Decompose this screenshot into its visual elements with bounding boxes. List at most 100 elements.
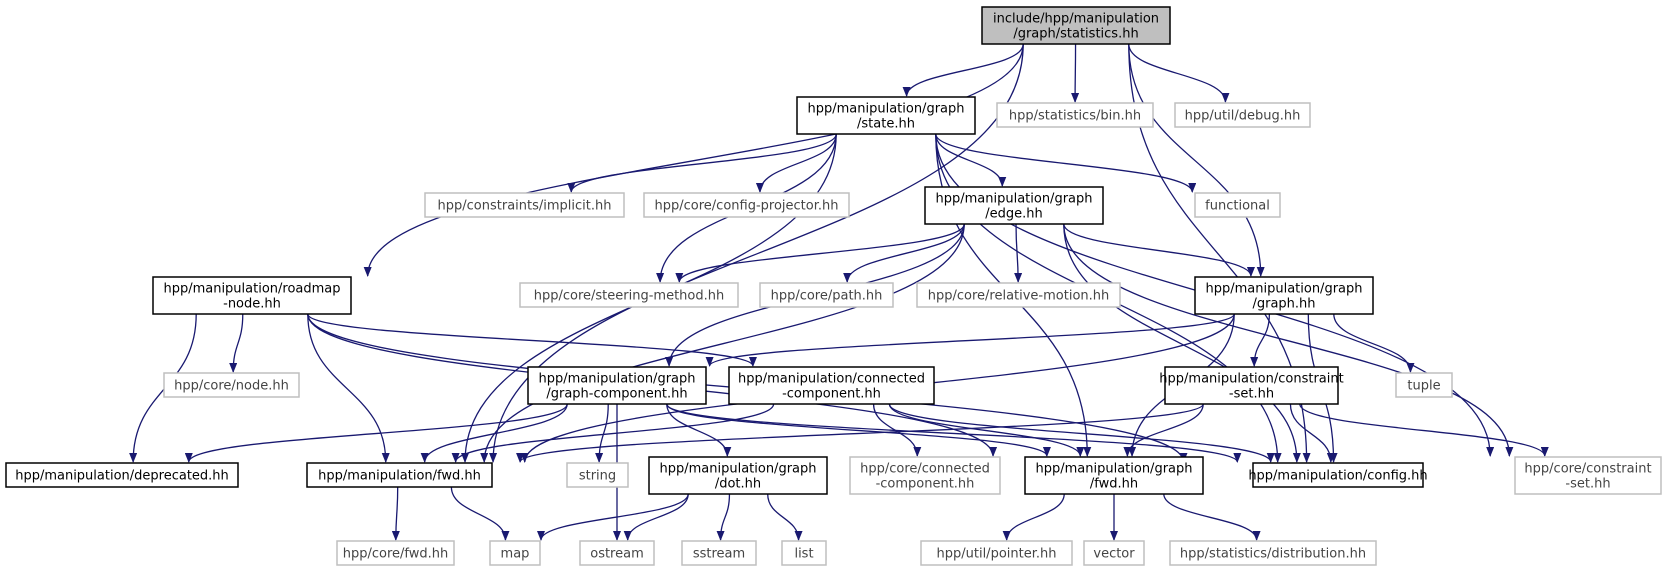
node-label: map (501, 547, 530, 562)
node-box (796, 96, 976, 135)
node-tuple: tuple (1395, 372, 1453, 398)
node-edge[interactable]: hpp/manipulation/graph/edge.hh (924, 186, 1104, 225)
node-label: tuple (1407, 379, 1440, 394)
edge-connected_component-to-core_connected_component (872, 403, 922, 457)
node-label: functional (1205, 199, 1270, 214)
edge-edge-to-relative_motion (1014, 223, 1023, 283)
node-label: hpp/manipulation/deprecated.hh (15, 469, 229, 484)
node-graph-dot[interactable]: hpp/manipulation/graph/dot.hh (648, 456, 828, 495)
node-sstream: sstream (681, 540, 757, 566)
node-ostream: ostream (579, 540, 655, 566)
node-label: hpp/core/constraint (1524, 462, 1651, 477)
edge-connected_component-to-manip_config (888, 403, 1275, 463)
node-manip-config[interactable]: hpp/manipulation/config.hh (1248, 462, 1428, 488)
edge-connected_component-to-graph_fwd (888, 403, 1085, 457)
node-core-path: hpp/core/path.hh (759, 282, 894, 308)
node-label: hpp/util/debug.hh (1185, 109, 1301, 124)
edge-root-to-roadmap_node (363, 43, 1024, 277)
node-roadmap-node[interactable]: hpp/manipulation/roadmap-node.hh (152, 276, 352, 315)
node-deprecated[interactable]: hpp/manipulation/deprecated.hh (5, 462, 239, 488)
node-util-pointer: hpp/util/pointer.hh (920, 540, 1073, 566)
edge-graph_fwd-to-stats_distribution (1163, 493, 1261, 541)
node-manip-fwd[interactable]: hpp/manipulation/fwd.hh (306, 462, 493, 488)
node-label: hpp/core/config-projector.hh (655, 199, 839, 214)
node-vector: vector (1083, 540, 1145, 566)
node-label: hpp/manipulation/graph (1035, 462, 1192, 477)
node-label: hpp/statistics/distribution.hh (1180, 547, 1366, 562)
edge-edge-to-graph (1063, 223, 1255, 277)
node-label: -node.hh (223, 297, 281, 312)
node-label: /graph/statistics.hh (1013, 27, 1138, 42)
node-label: string (579, 469, 616, 484)
edge-graph_component-to-deprecated (184, 403, 568, 463)
node-box (681, 540, 757, 566)
edge-graph_component-to-string (595, 403, 609, 463)
node-box (648, 456, 828, 495)
node-box (566, 462, 629, 488)
node-box (1169, 540, 1377, 566)
node-label: hpp/manipulation/fwd.hh (318, 469, 481, 484)
edge-graph_component-to-graph_fwd (666, 403, 1051, 457)
edge-constraint_set-to-core_constraint_set (1299, 403, 1549, 457)
node-box (579, 540, 655, 566)
edge-roadmap_node-to-connected_component (307, 313, 757, 367)
edge-root-to-graph (1128, 43, 1265, 277)
edge-root-to-util_debug (1128, 43, 1230, 103)
node-label: /fwd.hh (1090, 477, 1138, 492)
node-constraint-set[interactable]: hpp/manipulation/constraint-set.hh (1159, 366, 1344, 405)
node-graph-fwd[interactable]: hpp/manipulation/graph/fwd.hh (1024, 456, 1204, 495)
edge-graph-to-constraint_set (1250, 313, 1271, 367)
node-core-connected-component: hpp/core/connected-component.hh (849, 456, 1001, 495)
node-box (728, 366, 935, 405)
node-box (1024, 456, 1204, 495)
node-graph[interactable]: hpp/manipulation/graph/graph.hh (1194, 276, 1374, 315)
node-label: hpp/manipulation/constraint (1159, 372, 1343, 387)
node-label: list (794, 547, 813, 562)
node-label: -set.hh (1565, 477, 1610, 492)
edge-graph-to-graph_component (705, 313, 1235, 367)
node-state[interactable]: hpp/manipulation/graph/state.hh (796, 96, 976, 135)
node-box (916, 282, 1121, 308)
edge-edge-to-steering_method (675, 223, 965, 283)
node-util-debug: hpp/util/debug.hh (1174, 102, 1311, 128)
edge-state-to-edge (935, 133, 1007, 187)
edge-graph_component-to-graph_dot (666, 403, 732, 457)
node-graph-component[interactable]: hpp/manipulation/graph/graph-component.h… (527, 366, 707, 405)
node-box (924, 186, 1104, 225)
node-connected-component[interactable]: hpp/manipulation/connected-component.hh (728, 366, 935, 405)
node-label: -component.hh (782, 387, 881, 402)
edge-edge-to-core_path (843, 223, 965, 283)
file-nodes: include/hpp/manipulation/graph/statistic… (5, 6, 1662, 566)
node-box (489, 540, 541, 566)
edge-roadmap_node-to-core_node (229, 313, 244, 373)
edge-graph_dot-to-list (767, 493, 803, 541)
node-label: hpp/manipulation/graph (538, 372, 695, 387)
node-box (1174, 102, 1311, 128)
edge-root-to-state (902, 43, 1024, 97)
node-box (1164, 366, 1339, 405)
node-box (1514, 456, 1662, 495)
node-box (519, 282, 739, 308)
node-stats-distribution: hpp/statistics/distribution.hh (1169, 540, 1377, 566)
node-box (152, 276, 352, 315)
node-box (1194, 276, 1374, 315)
edge-constraint_set-to-graph_fwd (1123, 403, 1204, 457)
edge-state-to-config_projector (755, 133, 837, 193)
node-label: hpp/core/steering-method.hh (534, 289, 724, 304)
node-core-node: hpp/core/node.hh (163, 372, 300, 398)
node-box (527, 366, 707, 405)
node-box (424, 192, 625, 218)
edge-graph_dot-to-sstream (716, 493, 731, 541)
node-label: /graph.hh (1252, 297, 1315, 312)
node-box (336, 540, 455, 566)
edge-constraint_set-to-manip_config (1289, 403, 1335, 463)
node-box (163, 372, 300, 398)
node-label: /state.hh (857, 117, 915, 132)
node-config-projector: hpp/core/config-projector.hh (643, 192, 850, 218)
node-label: hpp/core/connected (860, 462, 990, 477)
node-constraints-implicit: hpp/constraints/implicit.hh (424, 192, 625, 218)
edge-graph_dot-to-ostream (623, 493, 689, 541)
node-box (643, 192, 850, 218)
node-relative-motion: hpp/core/relative-motion.hh (916, 282, 1121, 308)
